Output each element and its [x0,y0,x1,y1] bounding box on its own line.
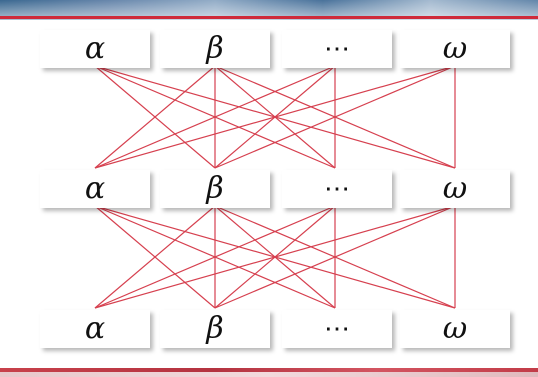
edge-line [94,205,336,309]
layer-3-node-omega: ω [400,310,510,348]
layer-3-node-ellipsis: ⋯ [282,310,392,348]
layer-1-node-alpha: α [40,30,150,68]
layer-3-node-alpha: α [40,310,150,348]
layer-2-node-ellipsis: ⋯ [282,170,392,208]
header-rule [0,16,538,19]
layer-1-node-omega: ω [400,30,510,68]
edge-line [94,205,216,309]
edge-line [94,205,456,309]
edge-line [94,65,216,169]
layer-2-node-beta: β [160,170,270,208]
footer-strip [0,372,538,377]
layer-3-node-beta: β [160,310,270,348]
layer-2-node-alpha: α [40,170,150,208]
edge-line [94,65,336,169]
edge-line [214,65,456,169]
layer-2-node-omega: ω [400,170,510,208]
header-banner [0,0,538,20]
edge-line [94,65,456,169]
layer-1-node-ellipsis: ⋯ [282,30,392,68]
edge-line [214,205,456,309]
footer-rule [0,368,538,372]
layer-1-node-beta: β [160,30,270,68]
